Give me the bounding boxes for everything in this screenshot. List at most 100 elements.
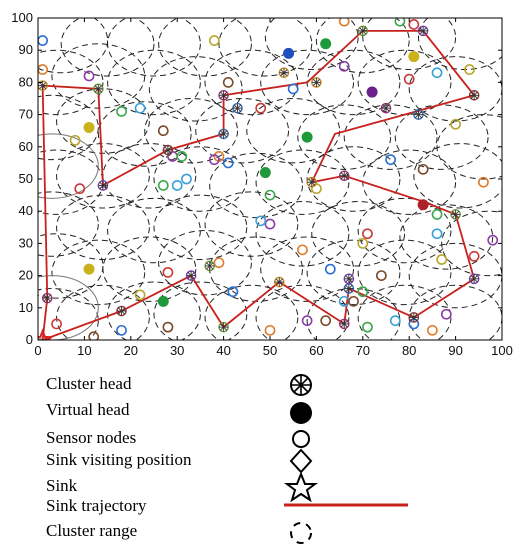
cluster-head bbox=[41, 292, 53, 304]
y-tick-label: 80 bbox=[19, 74, 33, 89]
virtual-head bbox=[408, 51, 420, 63]
cluster-range-circle bbox=[408, 242, 502, 309]
y-tick-label: 30 bbox=[19, 235, 33, 250]
cluster-range-circle bbox=[56, 284, 150, 340]
y-tick-label: 90 bbox=[19, 42, 33, 57]
sensor-node bbox=[408, 19, 420, 30]
sensor-node bbox=[436, 254, 448, 265]
cluster-head-icon bbox=[290, 374, 312, 396]
x-tick-label: 90 bbox=[448, 343, 462, 358]
cluster-range-circle bbox=[38, 287, 99, 340]
sensor-node bbox=[431, 67, 443, 79]
sensor-node bbox=[297, 244, 308, 256]
sensor-node bbox=[357, 237, 369, 249]
cluster-range-circle bbox=[144, 98, 239, 164]
sensor-node bbox=[176, 151, 188, 162]
cluster-range-circle bbox=[107, 49, 201, 116]
cluster-range-circle bbox=[255, 201, 350, 267]
sensor-node bbox=[464, 64, 475, 75]
cluster-head bbox=[380, 102, 392, 114]
virtual-head bbox=[366, 86, 378, 98]
virtual-head bbox=[157, 295, 169, 307]
cluster-range-circle bbox=[413, 143, 502, 209]
x-tick-label: 50 bbox=[263, 343, 277, 358]
virtual-head bbox=[301, 131, 313, 143]
sensor-node bbox=[320, 315, 332, 327]
sensor-node bbox=[348, 295, 359, 307]
sensor-node bbox=[375, 270, 387, 281]
cluster-range-circle bbox=[264, 18, 359, 71]
sensor-node bbox=[264, 324, 276, 336]
cluster-range-circle bbox=[343, 104, 438, 170]
y-tick-label: 50 bbox=[19, 171, 33, 186]
dashed-circle-icon bbox=[290, 522, 312, 544]
cluster-range-circle bbox=[260, 236, 355, 302]
cluster-range-circle bbox=[153, 146, 248, 212]
sink-trajectory bbox=[41, 29, 476, 340]
cluster-range-circle bbox=[357, 284, 452, 340]
trajectory-path bbox=[41, 29, 476, 340]
cluster-range-circle bbox=[56, 194, 150, 261]
sensor-node bbox=[38, 64, 49, 75]
x-tick-label: 100 bbox=[491, 343, 513, 358]
cluster-range-circle bbox=[107, 281, 201, 340]
cluster-range-circle bbox=[97, 101, 192, 167]
y-tick-label: 60 bbox=[19, 139, 33, 154]
sensor-node bbox=[324, 263, 336, 275]
sensor-node bbox=[431, 228, 443, 240]
legend: Cluster head Virtual head Sensor nodes S… bbox=[0, 368, 527, 550]
cluster-range-circle bbox=[56, 143, 150, 209]
cluster-range-circle bbox=[394, 104, 489, 170]
cluster-range-circle bbox=[306, 146, 401, 212]
sensor-node bbox=[264, 189, 276, 201]
cluster-head bbox=[204, 260, 215, 272]
x-tick-label: 40 bbox=[216, 343, 230, 358]
cluster-head bbox=[273, 276, 285, 288]
sensor-node-icon bbox=[292, 430, 310, 448]
cluster-range-circle bbox=[153, 194, 248, 261]
cluster-head bbox=[450, 209, 461, 220]
sensor-node bbox=[88, 331, 100, 340]
cluster-range-circle bbox=[315, 18, 410, 74]
cluster-head bbox=[413, 109, 424, 120]
legend-label-sink-trajectory: Sink trajectory bbox=[46, 496, 147, 515]
cluster-range-circle bbox=[38, 191, 99, 257]
sensor-node bbox=[74, 183, 86, 195]
sensor-node bbox=[487, 234, 499, 246]
x-tick-label: 10 bbox=[77, 343, 91, 358]
cluster-head bbox=[338, 170, 350, 182]
cluster-range-circle bbox=[204, 49, 299, 116]
cluster-range-circle bbox=[38, 233, 104, 299]
cluster-range-circle bbox=[311, 201, 406, 267]
sensor-node bbox=[389, 315, 401, 327]
x-tick-label: 70 bbox=[356, 343, 370, 358]
cluster-range-circle bbox=[297, 104, 392, 170]
x-tick-label: 20 bbox=[124, 343, 138, 358]
cluster-head bbox=[338, 318, 350, 330]
cluster-range-circle bbox=[357, 197, 452, 264]
sensor-node bbox=[385, 154, 397, 166]
x-tick-label: 30 bbox=[170, 343, 184, 358]
virtual-head bbox=[83, 263, 95, 275]
sink-range-circle bbox=[38, 133, 99, 199]
cluster-head bbox=[218, 89, 229, 101]
cluster-head bbox=[218, 321, 229, 333]
cluster-ranges bbox=[38, 18, 502, 340]
cluster-range-circle bbox=[158, 230, 252, 296]
sensor-node bbox=[51, 318, 62, 330]
y-tick-label: 100 bbox=[11, 10, 33, 25]
y-tick-label: 10 bbox=[19, 300, 33, 315]
sensor-node bbox=[181, 173, 192, 185]
cluster-range-circle bbox=[399, 204, 494, 270]
sensor-node bbox=[440, 308, 452, 320]
sensor-node bbox=[338, 60, 350, 72]
legend-label-cluster-range: Cluster range bbox=[46, 521, 138, 540]
cluster-range-circle bbox=[417, 18, 502, 71]
cluster-head bbox=[343, 283, 355, 294]
sensor-node bbox=[417, 163, 429, 175]
virtual-head-icon bbox=[290, 402, 312, 424]
virtual-head bbox=[83, 121, 95, 133]
sensor-node bbox=[69, 134, 81, 146]
cluster-range-circle bbox=[357, 239, 452, 306]
